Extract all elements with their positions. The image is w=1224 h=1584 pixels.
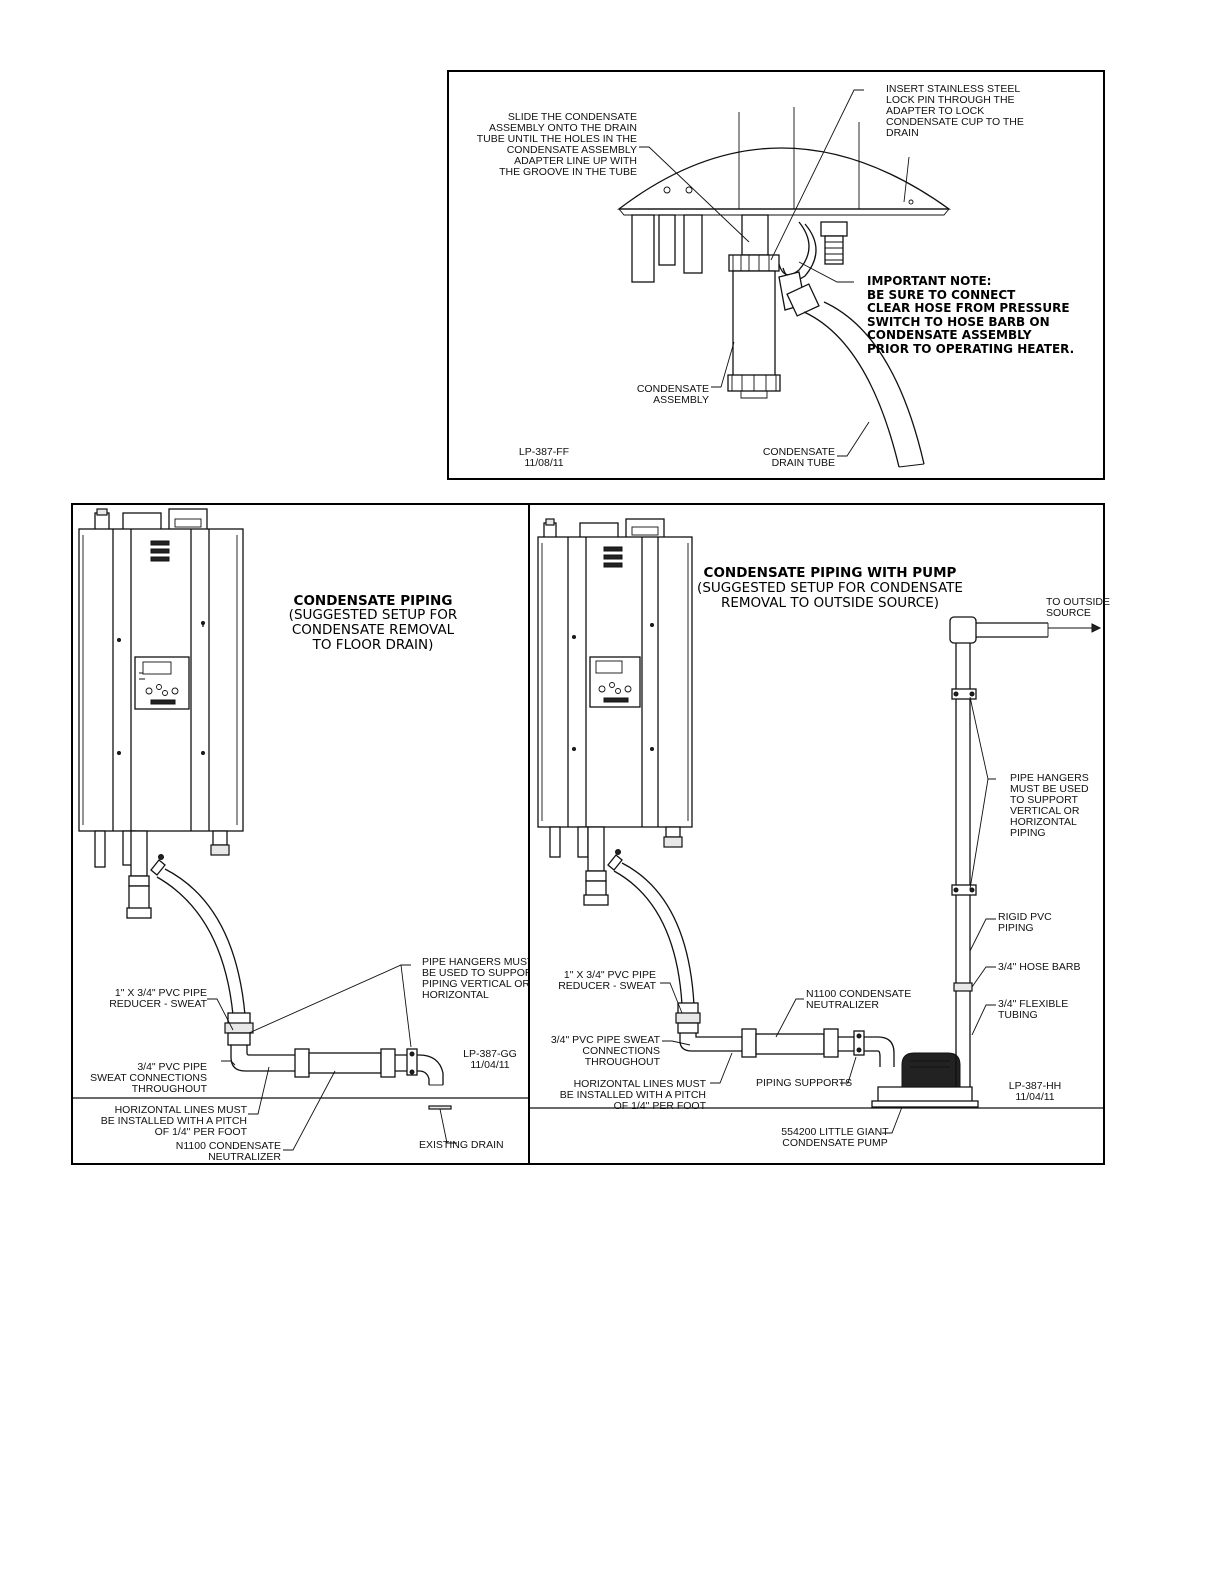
label-slide-assembly: SLIDE THE CONDENSATE ASSEMBLY ONTO THE D…: [476, 111, 637, 178]
condensate-assembly-drawing: [617, 89, 952, 468]
condensate-piping-panel: CONDENSATE PIPING (SUGGESTED SETUP FOR C…: [71, 503, 539, 1165]
label-existing-drain: EXISTING DRAIN: [419, 1139, 504, 1151]
drawing-reference: LP-387-GG 11/04/11: [463, 1048, 517, 1071]
label-piping-supports: PIPING SUPPORTS: [756, 1077, 853, 1089]
label-pipe-hangers: PIPE HANGERS MUST BE USED TO SUPPORT VER…: [1010, 772, 1089, 839]
drawing-reference: LP-387-HH 11/04/11: [1008, 1080, 1062, 1103]
label-sweat-connections: 3/4" PVC PIPE SWEAT CONNECTIONS THROUGHO…: [550, 1034, 660, 1068]
label-reducer: 1" X 3/4" PVC PIPE REDUCER - SWEAT: [109, 987, 207, 1010]
label-neutralizer: N1100 CONDENSATE NEUTRALIZER: [175, 1140, 281, 1163]
label-horizontal-pitch: HORIZONTAL LINES MUST BE INSTALLED WITH …: [100, 1104, 247, 1138]
condensate-piping-drawing: [73, 508, 528, 1151]
label-condensate-drain-tube: CONDENSATE DRAIN TUBE: [762, 446, 835, 469]
label-sweat-connections: 3/4" PVC PIPE SWEAT CONNECTIONS THROUGHO…: [90, 1061, 207, 1095]
label-insert-lock-pin: INSERT STAINLESS STEEL LOCK PIN THROUGH …: [886, 83, 1024, 139]
label-flexible-tubing: 3/4" FLEXIBLE TUBING: [998, 998, 1069, 1021]
label-to-outside-source: TO OUTSIDE SOURCE: [1046, 596, 1110, 619]
left-panel-subtitle: (SUGGESTED SETUP FOR CONDENSATE REMOVAL …: [288, 607, 458, 653]
label-condensate-pump: 554200 LITTLE GIANT CONDENSATE PUMP: [781, 1126, 889, 1149]
condensate-piping-with-pump-panel: CONDENSATE PIPING WITH PUMP (SUGGESTED S…: [528, 503, 1110, 1165]
condensate-assembly-panel: SLIDE THE CONDENSATE ASSEMBLY ONTO THE D…: [447, 70, 1105, 480]
label-condensate-assembly: CONDENSATE ASSEMBLY: [636, 383, 709, 406]
label-neutralizer: N1100 CONDENSATE NEUTRALIZER: [806, 988, 912, 1011]
left-panel-title: CONDENSATE PIPING: [293, 593, 453, 609]
right-panel-subtitle: (SUGGESTED SETUP FOR CONDENSATE REMOVAL …: [697, 580, 963, 611]
label-hose-barb: 3/4" HOSE BARB: [998, 961, 1081, 973]
label-pipe-hangers: PIPE HANGERS MUST BE USED TO SUPPORT PIP…: [422, 956, 539, 1001]
label-rigid-pvc: RIGID PVC PIPING: [998, 911, 1052, 934]
right-panel-title: CONDENSATE PIPING WITH PUMP: [703, 565, 957, 581]
label-reducer: 1" x 3/4" PVC PIPE REDUCER - SWEAT: [558, 969, 656, 992]
important-note: IMPORTANT NOTE: BE SURE TO CONNECT CLEAR…: [867, 274, 1075, 356]
drawing-reference: LP-387-FF 11/08/11: [518, 446, 570, 469]
label-horizontal-pitch: HORIZONTAL LINES MUST BE INSTALLED WITH …: [559, 1078, 706, 1112]
condensate-pump-drawing: [530, 518, 1103, 1134]
